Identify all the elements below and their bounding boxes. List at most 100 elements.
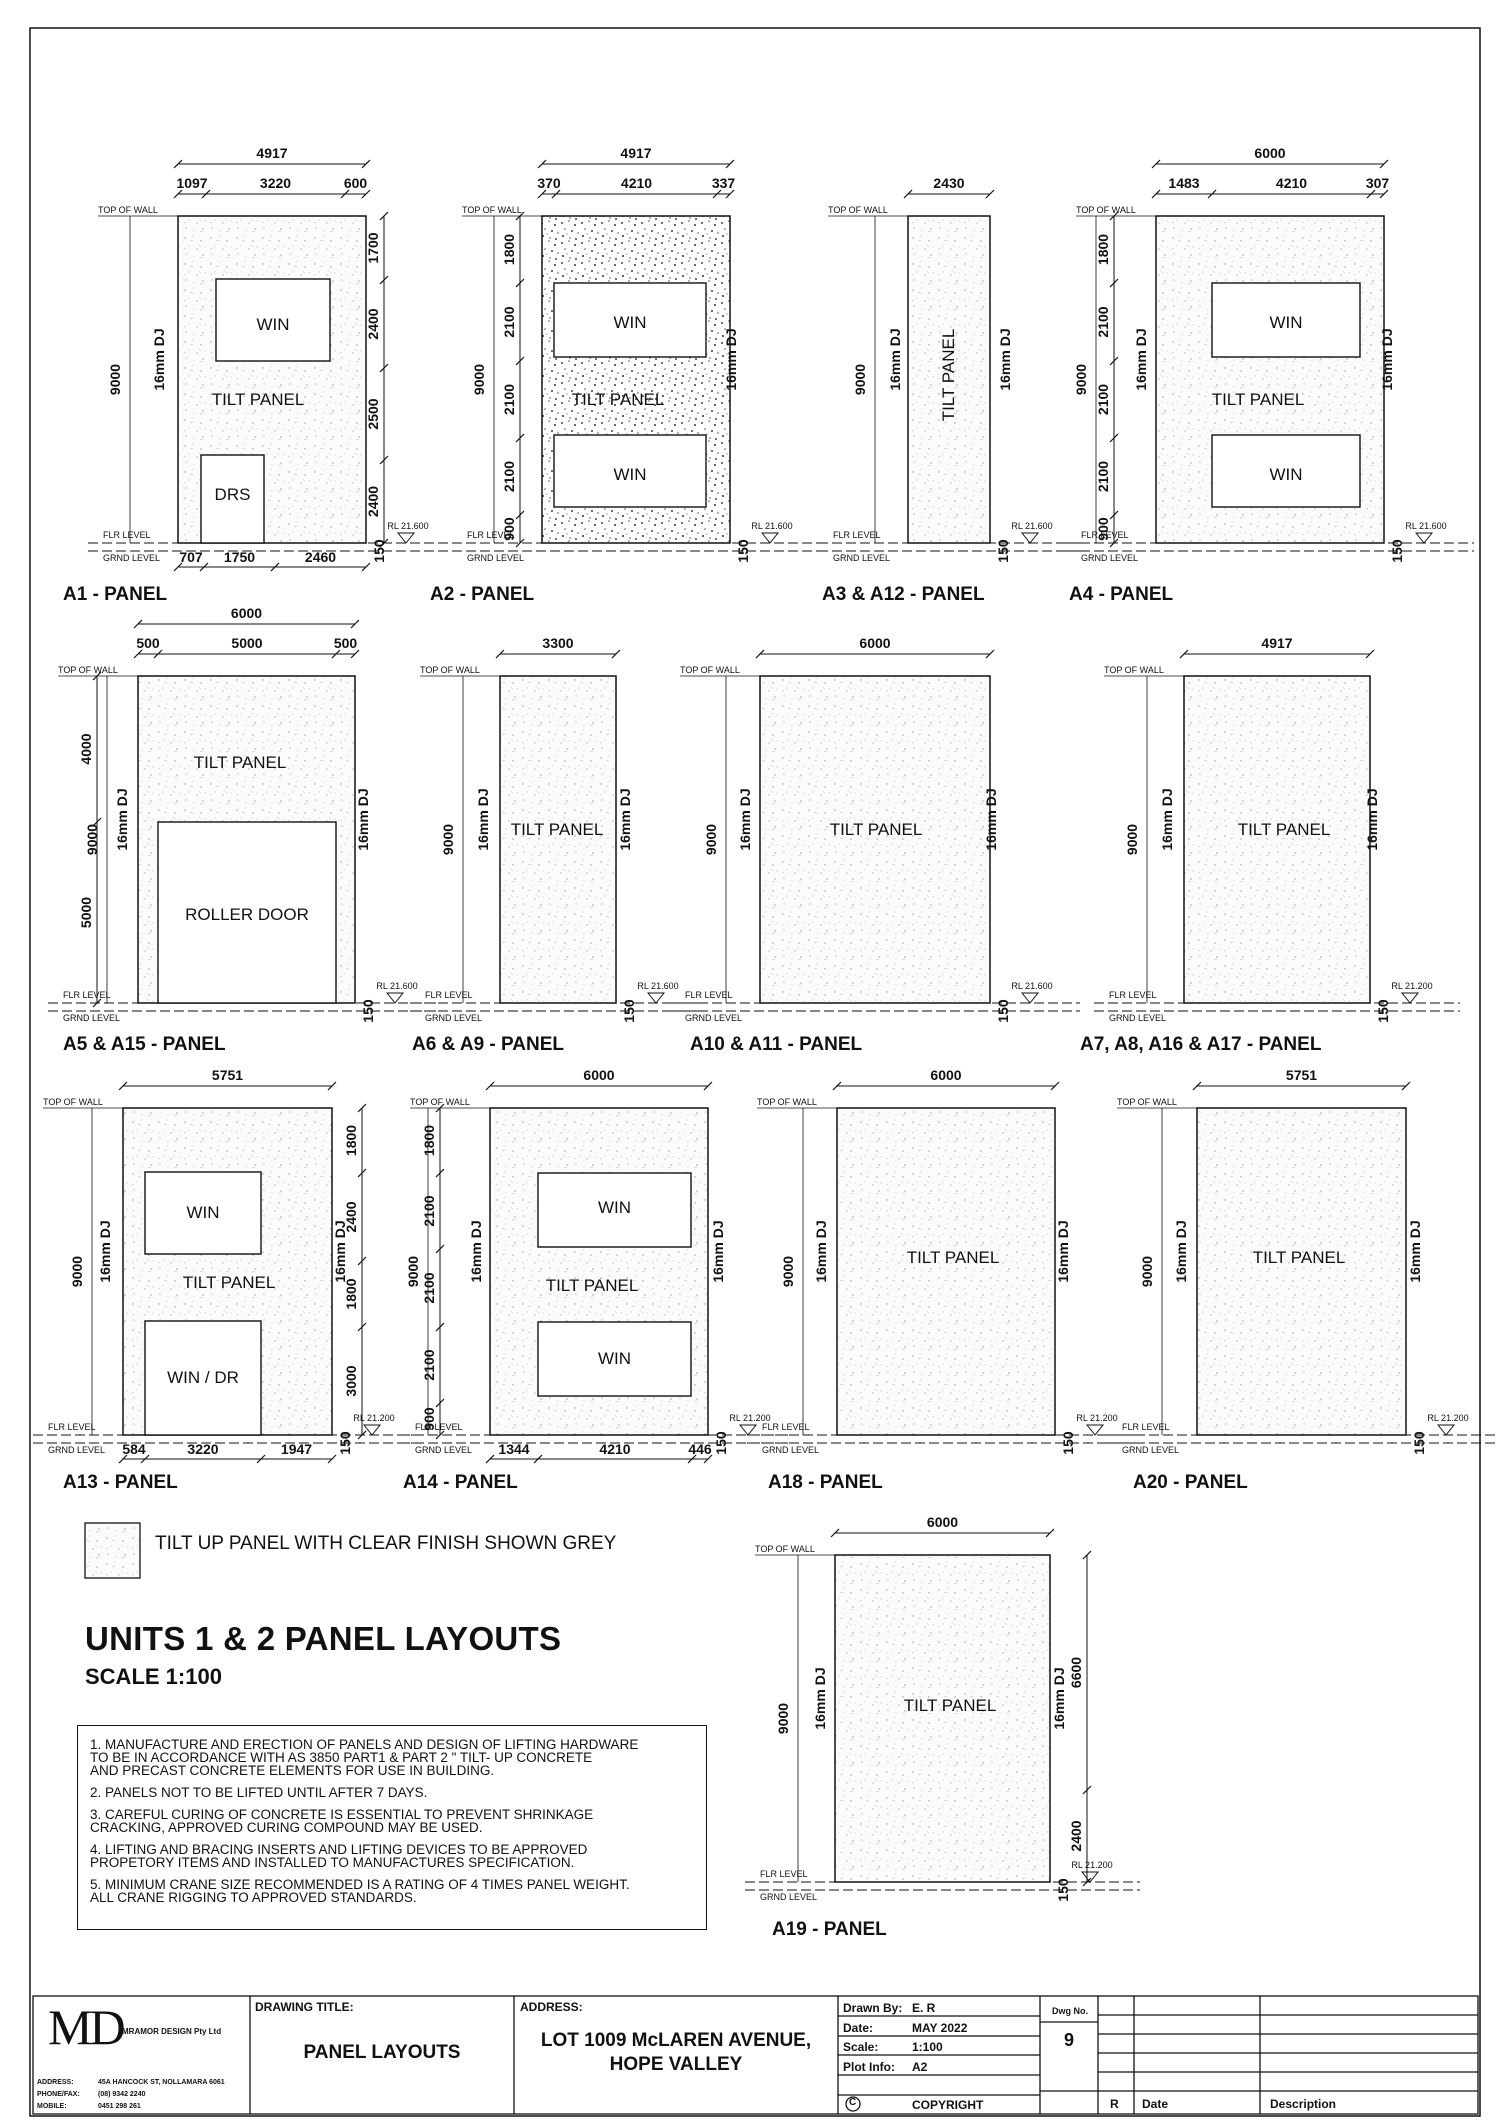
reduced-level-label: RL 21.600 bbox=[387, 521, 428, 531]
ground-level-label: GRND LEVEL bbox=[63, 1013, 120, 1023]
overall-width-dimension: 4917 bbox=[620, 145, 651, 161]
panel-caption: A7, A8, A16 & A17 - PANEL bbox=[1080, 1034, 1322, 1055]
level-marker-icon bbox=[760, 532, 780, 544]
dimension-tick bbox=[357, 1322, 367, 1332]
overall-width-dimension: 4917 bbox=[1261, 635, 1292, 651]
plot-info: A2 bbox=[912, 2060, 928, 2074]
floor-level-label: FLR LEVEL bbox=[415, 1422, 463, 1432]
dimension-tick bbox=[537, 159, 547, 169]
dimension-tick bbox=[703, 1454, 713, 1464]
vertical-segment-dimension: 2100 bbox=[1095, 306, 1111, 337]
vertical-segment-dimension: 1700 bbox=[365, 232, 381, 263]
step-dimension: 150 bbox=[995, 999, 1011, 1023]
top-segment-dimension: 5000 bbox=[231, 635, 262, 651]
dowel-joint-label: 16mm DJ bbox=[97, 1220, 113, 1282]
panel-outline bbox=[1183, 675, 1371, 1004]
dimension-tick bbox=[1365, 649, 1375, 659]
dimension-tick bbox=[1109, 278, 1119, 288]
vertical-segment-dimension: 2500 bbox=[365, 398, 381, 429]
dowel-joint-label: 16mm DJ bbox=[355, 788, 371, 850]
vertical-segment-dimension: 4000 bbox=[78, 733, 94, 764]
floor-level-label: FLR LEVEL bbox=[1081, 530, 1129, 540]
top-of-wall-label: TOP OF WALL bbox=[680, 665, 740, 675]
dimension-tick bbox=[140, 1454, 150, 1464]
dowel-joint-label: 16mm DJ bbox=[1364, 788, 1380, 850]
ground-level-label: GRND LEVEL bbox=[1081, 553, 1138, 563]
opening-label: WIN bbox=[186, 1203, 219, 1222]
dimension-tick bbox=[118, 1081, 128, 1091]
dowel-joint-label: 16mm DJ bbox=[1173, 1220, 1189, 1282]
tilt-panel-label: TILT PANEL bbox=[183, 1273, 276, 1292]
panel-opening bbox=[215, 278, 331, 362]
height-dimension: 9000 bbox=[775, 1703, 791, 1734]
reduced-level-label: RL 21.600 bbox=[1011, 981, 1052, 991]
bottom-segment-dimension: 4210 bbox=[599, 1441, 630, 1457]
revision-description-header: Description bbox=[1270, 2097, 1337, 2111]
vertical-segment-dimension: 5000 bbox=[78, 897, 94, 928]
dimension-tick bbox=[1082, 1785, 1092, 1795]
step-dimension: 150 bbox=[621, 999, 637, 1023]
ground-level-label: GRND LEVEL bbox=[833, 553, 890, 563]
step-dimension: 150 bbox=[995, 539, 1011, 563]
dwg-no: 9 bbox=[1063, 2030, 1074, 2050]
bottom-segment-dimension: 707 bbox=[179, 549, 203, 565]
bottom-segment-dimension: 3220 bbox=[187, 1441, 218, 1457]
tilt-panel-label: TILT PANEL bbox=[572, 390, 665, 409]
company-address-label: ADDRESS: bbox=[37, 2079, 74, 2086]
panel-outline bbox=[834, 1554, 1051, 1883]
height-dimension: 9000 bbox=[405, 1256, 421, 1287]
reduced-level-label: RL 21.200 bbox=[353, 1413, 394, 1423]
dimension-tick bbox=[515, 356, 525, 366]
vertical-segment-dimension: 2100 bbox=[501, 306, 517, 337]
panel-caption: A4 - PANEL bbox=[1069, 584, 1174, 605]
date-value: MAY 2022 bbox=[912, 2021, 968, 2035]
top-of-wall-label: TOP OF WALL bbox=[58, 665, 118, 675]
dowel-joint-label: 16mm DJ bbox=[723, 328, 739, 390]
tilt-panel-label: TILT PANEL bbox=[194, 753, 287, 772]
dimension-tick bbox=[1151, 189, 1161, 199]
dowel-joint-label: 16mm DJ bbox=[1133, 328, 1149, 390]
dimension-tick bbox=[331, 649, 341, 659]
dimension-tick bbox=[1366, 189, 1376, 199]
panel-opening bbox=[144, 1320, 262, 1436]
vertical-segment-dimension: 2100 bbox=[501, 384, 517, 415]
top-of-wall-label: TOP OF WALL bbox=[98, 205, 158, 215]
step-dimension: 150 bbox=[1411, 1431, 1427, 1455]
dimension-tick bbox=[515, 211, 525, 221]
vertical-segment-dimension: 2100 bbox=[421, 1195, 437, 1226]
overall-width-dimension: 6000 bbox=[231, 605, 262, 621]
dowel-joint-label: 16mm DJ bbox=[710, 1220, 726, 1282]
company-phone-label: PHONE/FAX: bbox=[37, 2091, 80, 2098]
dimension-tick bbox=[133, 619, 143, 629]
tilt-panel-label: TILT PANEL bbox=[939, 329, 958, 422]
top-of-wall-label: TOP OF WALL bbox=[420, 665, 480, 675]
dimension-tick bbox=[435, 1244, 445, 1254]
floor-level-label: FLR LEVEL bbox=[63, 990, 111, 1000]
note-item: 5. MINIMUM CRANE SIZE RECOMMENDED IS A R… bbox=[90, 1877, 630, 1905]
reduced-level-label: RL 21.200 bbox=[1427, 1413, 1468, 1423]
dimension-tick bbox=[533, 1454, 543, 1464]
dimension-tick bbox=[379, 211, 389, 221]
note-item: 4. LIFTING AND BRACING INSERTS AND LIFTI… bbox=[90, 1842, 588, 1870]
panel-outline bbox=[759, 675, 991, 1004]
ground-level-label: GRND LEVEL bbox=[762, 1445, 819, 1455]
ground-level-label: GRND LEVEL bbox=[415, 1445, 472, 1455]
dimension-tick bbox=[515, 538, 525, 548]
note-item: 1. MANUFACTURE AND ERECTION OF PANELS AN… bbox=[90, 1737, 639, 1778]
height-dimension: 9000 bbox=[84, 824, 100, 855]
step-dimension: 150 bbox=[360, 999, 376, 1023]
opening-label: WIN bbox=[1269, 465, 1302, 484]
dimension-tick bbox=[92, 671, 102, 681]
dimension-tick bbox=[1151, 159, 1161, 169]
ground-level-label: GRND LEVEL bbox=[425, 1013, 482, 1023]
ground-level-label: GRND LEVEL bbox=[1122, 1445, 1179, 1455]
dimension-tick bbox=[1109, 356, 1119, 366]
floor-level-label: FLR LEVEL bbox=[833, 530, 881, 540]
floor-level-label: FLR LEVEL bbox=[762, 1422, 810, 1432]
height-dimension: 9000 bbox=[852, 364, 868, 395]
floor-level-label: FLR LEVEL bbox=[103, 530, 151, 540]
